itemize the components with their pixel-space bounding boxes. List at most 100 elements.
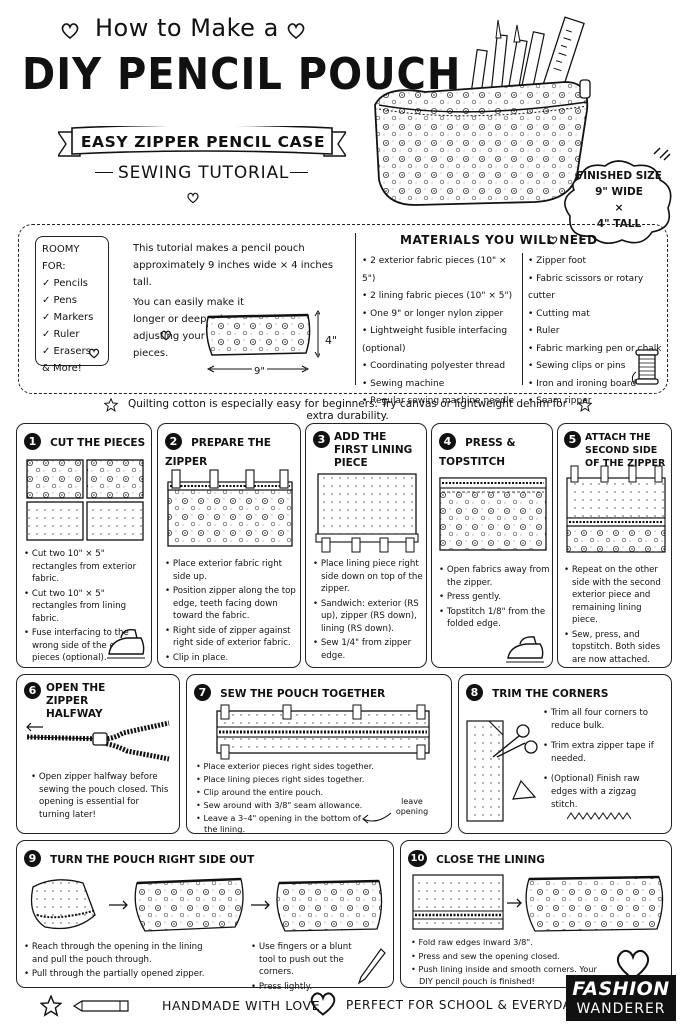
step-header: 2 PREPARE THE ZIPPER: [165, 431, 295, 469]
step-bullet: Position zipper along the top edge, teet…: [165, 585, 297, 623]
step-bullet: Place exterior pieces right sides togeth…: [196, 761, 376, 772]
material-item: Seam ripper: [528, 393, 662, 411]
dim-width: 9": [252, 366, 267, 377]
divider: [355, 233, 357, 385]
step-bullet: Leave a 3–4" opening in the bottom of th…: [196, 813, 376, 835]
close-lining-illustration: [412, 874, 664, 932]
step-bullets: Cut two 10" × 5" rectangles from exterio…: [24, 548, 146, 667]
star-icon: [578, 398, 592, 412]
step-bullets: Place exterior pieces right sides togeth…: [196, 761, 376, 837]
intro-line2: You can easily make it longer or deeper …: [133, 297, 245, 359]
heart-icon: [187, 192, 199, 204]
heart-icon: [310, 992, 336, 1016]
heart-icon: [61, 23, 79, 40]
material-item: 2 exterior fabric pieces (10" × 5"): [362, 253, 520, 288]
step-bullet: Fuse interfacing to the wrong side of th…: [24, 627, 146, 665]
step-bullet: Reach through the opening in the lining …: [24, 941, 220, 966]
heart-icon: [160, 330, 172, 341]
roomy-item: ✓ Erasers: [42, 346, 91, 357]
step-title: SEW THE POUCH TOGETHER: [220, 688, 386, 700]
step-bullet: Open fabrics away from the zipper.: [439, 564, 551, 589]
zipper-icon: [26, 720, 170, 762]
materials-title: MATERIALS YOU WILL NEED: [400, 233, 598, 247]
tip-text: Quilting cotton is especially easy for b…: [127, 398, 568, 422]
material-item: One 9" or longer nylon zipper: [362, 306, 520, 324]
intro-line1: This tutorial makes a pencil pouch appro…: [133, 243, 334, 288]
finished-size-x: ×: [614, 202, 624, 214]
step-bullets: Trim all four corners to reduce bulk. Tr…: [543, 707, 665, 814]
divider: [290, 172, 308, 174]
fabric-pieces-illustration: [26, 459, 144, 541]
step-bullet: Sew 1/4" from zipper edge.: [313, 637, 425, 662]
material-item: Sewing machine: [362, 376, 520, 394]
material-item: Cutting mat: [528, 306, 662, 324]
roomy-item: ✓ Pens: [42, 295, 77, 306]
step-card-8: 8 TRIM THE CORNERS Trim all four corners…: [458, 674, 672, 834]
step-title: CLOSE THE LINING: [436, 854, 545, 866]
step-bullet: Press gently.: [439, 591, 551, 604]
step-card-3: 3 ADD THE FIRST LINING PIECE Place linin…: [305, 423, 427, 668]
materials-list-1: 2 exterior fabric pieces (10" × 5") 2 li…: [362, 253, 520, 411]
pencil-icon: [357, 948, 386, 985]
zigzag-icon: [567, 812, 631, 820]
step-card-2: 2 PREPARE THE ZIPPER Place exterior fabr…: [157, 423, 301, 668]
step-bullet: Use fingers or a blunt tool to push out …: [251, 941, 367, 979]
step-bullet: Cut two 10" × 5" rectangles from lining …: [24, 588, 146, 626]
step-bullet: (Optional) Finish raw edges with a zigza…: [543, 773, 665, 812]
step-header: 7 SEW THE POUCH TOGETHER: [194, 682, 444, 701]
step-title: PREPARE THE ZIPPER: [165, 437, 271, 468]
step-bullet: Sew, press, and topstitch. Both sides ar…: [564, 629, 670, 667]
step-card-10: 10 CLOSE THE LINING Fold raw edges inwar…: [400, 840, 672, 988]
step-number: 4: [439, 433, 456, 450]
step-bullet: Cut two 10" × 5" rectangles from exterio…: [24, 548, 146, 586]
finished-size-label: FINISHED SIZE: [576, 170, 662, 182]
trim-corners-illustration: [466, 720, 538, 822]
heart-icon: [548, 236, 558, 245]
step-bullet: Fold raw edges inward 3/8".: [411, 937, 611, 949]
step-bullet: Press lightly.: [251, 981, 367, 994]
material-item: Coordinating polyester thread: [362, 358, 520, 376]
step-bullets: Place lining piece right side down on to…: [313, 558, 425, 664]
zipper-illustration: [167, 469, 293, 547]
logo-bottom: WANDERER: [576, 1001, 666, 1017]
star-icon: [104, 398, 118, 412]
ribbon-banner: [58, 126, 346, 157]
step-number: 1: [24, 433, 41, 450]
step-card-6: 6 OPEN THE ZIPPER HALFWAY Open zipper ha…: [16, 674, 180, 834]
title-small: How to Make a: [95, 14, 279, 42]
footer-left-text: HANDMADE WITH LOVE: [162, 998, 321, 1013]
roomy-item: ✓ Pencils: [42, 278, 88, 289]
step-bullets: Repeat on the other side with the second…: [564, 564, 670, 668]
iron-icon: [506, 636, 544, 663]
logo-top: FASHION: [572, 978, 670, 1000]
intro-section: [18, 224, 668, 394]
material-item: Lightweight fusible interfacing (optiona…: [362, 323, 520, 358]
roomy-item: ✓ Markers: [42, 312, 94, 323]
roomy-title: ROOMY FOR:: [42, 244, 80, 272]
footer-right-text: PERFECT FOR SCHOOL & EVERYDAY!: [346, 998, 584, 1012]
step-bullet: Trim all four corners to reduce bulk.: [543, 707, 665, 733]
step-card-9: 9 TURN THE POUCH RIGHT SIDE OUT Reach th…: [16, 840, 394, 992]
heart-icon: [88, 348, 100, 359]
step-header: 9 TURN THE POUCH RIGHT SIDE OUT: [24, 848, 384, 867]
material-item: 2 lining fabric pieces (10" × 5"): [362, 288, 520, 306]
step-card-7: 7 SEW THE POUCH TOGETHER Place exterior …: [186, 674, 452, 834]
divider: [522, 253, 524, 385]
step-bullet: Right side of zipper against right side …: [165, 625, 297, 650]
finished-size-width: 9" WIDE: [595, 186, 643, 198]
page-title: DIY PENCIL POUCH: [22, 50, 462, 100]
step-bullet: Press and sew the opening closed.: [411, 951, 611, 963]
step-title: PRESS & TOPSTITCH: [439, 437, 516, 468]
step-bullets-2: Use fingers or a blunt tool to push out …: [251, 941, 367, 995]
arrow-icon: [362, 812, 392, 824]
iron-icon: [107, 628, 145, 659]
material-item: Regular sewing machine needle: [362, 393, 520, 411]
sparkle-icon: [653, 147, 671, 161]
step-header: 8 TRIM THE CORNERS: [466, 682, 666, 701]
step-title: TRIM THE CORNERS: [492, 688, 609, 700]
material-item: Fabric scissors or rotary cutter: [528, 271, 662, 306]
star-icon: [40, 995, 62, 1017]
leave-opening-note: leave opening: [395, 797, 429, 816]
divider: [95, 172, 113, 174]
step-bullet: Place lining pieces right sides together…: [196, 774, 376, 785]
